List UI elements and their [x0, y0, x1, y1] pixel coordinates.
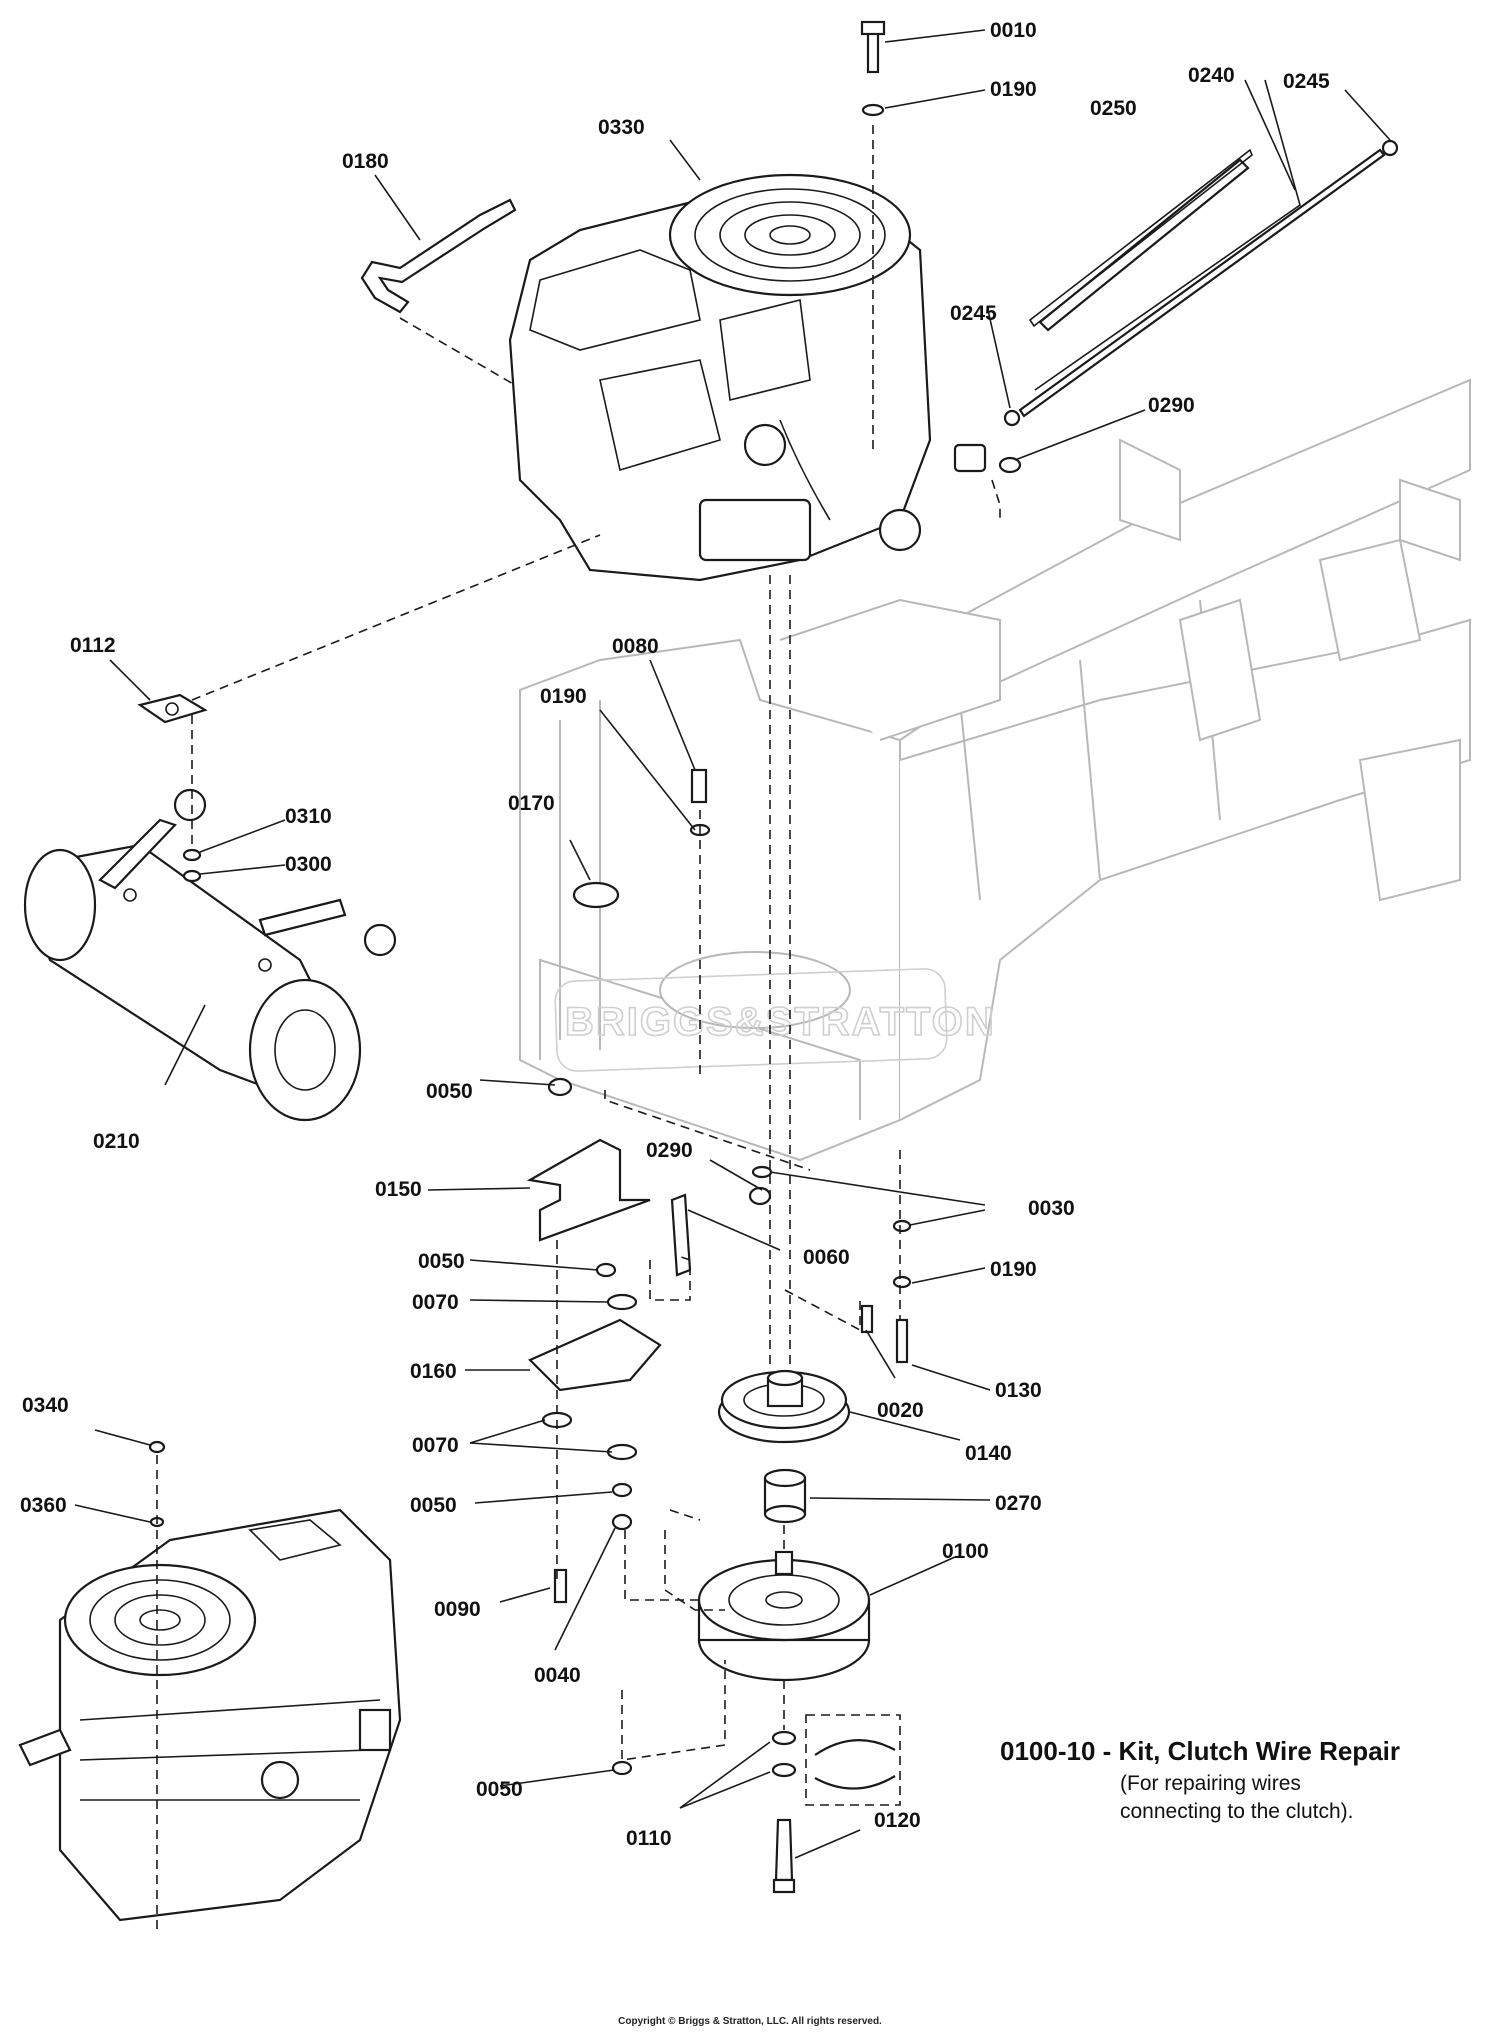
leader-lines	[74, 29, 1391, 1859]
gasket	[137, 693, 208, 724]
callout-0170: 0170	[508, 792, 555, 815]
chassis-frame: BRIGGS&STRATTON	[519, 378, 1471, 1162]
callout-0070: 0070	[412, 1291, 459, 1314]
wire-repair-kit	[805, 1714, 901, 1806]
callout-0020: 0020	[877, 1399, 924, 1422]
brand-watermark: BRIGGS&STRATTON	[565, 1000, 996, 1044]
pulley-assembly	[717, 1369, 851, 1524]
callout-0190: 0190	[990, 1258, 1037, 1281]
callout-0360: 0360	[20, 1494, 67, 1517]
rod-0240	[1018, 148, 1386, 418]
callout-0180: 0180	[342, 150, 389, 173]
callout-0245: 0245	[950, 302, 997, 325]
callout-0110: 0110	[626, 1827, 672, 1850]
brackets	[526, 1138, 662, 1392]
exhaust-pipe	[360, 198, 517, 314]
callout-0100: 0100	[942, 1540, 989, 1563]
callout-0150: 0150	[375, 1178, 422, 1201]
callout-0190: 0190	[990, 78, 1037, 101]
callout-0050: 0050	[426, 1080, 473, 1103]
kit-note-name: - Kit, Clutch Wire Repair	[1095, 1736, 1400, 1766]
hardware-pieces	[148, 768, 912, 1776]
callout-0010: 0010	[990, 19, 1037, 42]
callout-0030: 0030	[1028, 1197, 1075, 1220]
top-hardware	[860, 20, 1399, 474]
callout-0210: 0210	[93, 1130, 140, 1153]
callout-0050: 0050	[476, 1778, 523, 1801]
callout-0050: 0050	[418, 1250, 465, 1273]
assembly-lines	[156, 125, 1001, 1930]
callout-0270: 0270	[995, 1492, 1042, 1515]
callout-0330: 0330	[598, 116, 645, 139]
callout-0310: 0310	[285, 805, 332, 828]
callout-0130: 0130	[995, 1379, 1042, 1402]
callout-0190: 0190	[540, 685, 587, 708]
kit-note-line2: connecting to the clutch).	[1120, 1800, 1354, 1823]
callout-0245: 0245	[1283, 70, 1330, 93]
kit-note-title: 0100-10 - Kit, Clutch Wire Repair	[1000, 1736, 1400, 1767]
callout-0090: 0090	[434, 1598, 481, 1621]
callout-0040: 0040	[534, 1664, 581, 1687]
callout-0300: 0300	[285, 853, 332, 876]
callout-0240: 0240	[1188, 64, 1235, 87]
callout-0250: 0250	[1090, 97, 1137, 120]
kit-note-code: 0100-10	[1000, 1736, 1096, 1766]
muffler	[23, 788, 397, 1122]
spring-0250	[1038, 158, 1250, 332]
engine-inset	[18, 1508, 402, 1922]
kit-note-line1: (For repairing wires	[1120, 1772, 1301, 1795]
engine	[508, 173, 932, 582]
callout-labels: 0010 0190 0240 0245 0250 0330 0180 0245 …	[20, 19, 1330, 1850]
callout-0140: 0140	[965, 1442, 1012, 1465]
callout-0112: 0112	[70, 634, 116, 657]
callout-0050: 0050	[410, 1494, 457, 1517]
callout-0340: 0340	[22, 1394, 69, 1417]
clutch	[697, 1550, 871, 1894]
callout-0160: 0160	[410, 1360, 457, 1383]
callout-0120: 0120	[874, 1809, 921, 1832]
callout-0070: 0070	[412, 1434, 459, 1457]
callout-0290: 0290	[646, 1139, 693, 1162]
callout-0060: 0060	[803, 1246, 850, 1269]
copyright-notice: Copyright © Briggs & Stratton, LLC. All …	[618, 2016, 882, 2027]
callout-0290: 0290	[1148, 394, 1195, 417]
callout-0080: 0080	[612, 635, 659, 658]
